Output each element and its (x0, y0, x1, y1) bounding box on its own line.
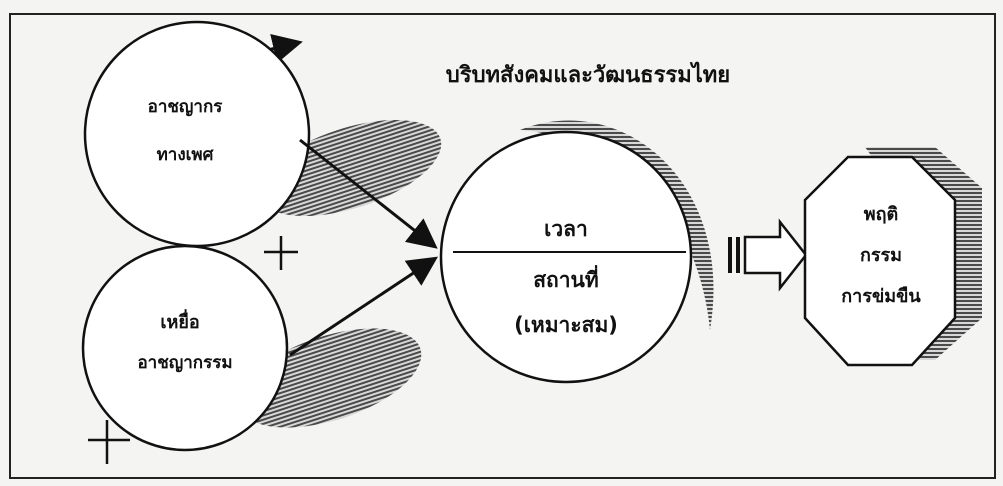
offender-to-setting-arrow (299, 138, 438, 249)
setting-label-line1: เวลา (544, 217, 588, 241)
setting-shadow-crescent (520, 120, 714, 331)
outcome-label-line2: กรรม (860, 245, 902, 266)
diagram-title: บริบทสังคมและวัฒนธรรมไทย (446, 61, 730, 88)
outcome-octagon (803, 155, 957, 367)
plus-sign-lower (88, 420, 130, 464)
outcome-label-line1: พฤติ (864, 204, 898, 225)
setting-circle (439, 130, 693, 384)
victim-label-line2: อาชญากรรม (137, 353, 232, 373)
diagram-frame (9, 13, 996, 479)
offender-label-line1: อาชญากร (148, 97, 224, 117)
setting-label-line2: สถานที่ (533, 264, 599, 292)
victim-circle (81, 244, 289, 452)
victim-label-line1: เหยื่อ (160, 309, 199, 333)
outcome-label-line3: การข่มขืน (841, 286, 921, 307)
setting-label-line3: (เหมาะสม) (514, 313, 618, 337)
offender-label-line2: ทางเพศ (157, 145, 215, 165)
victim-to-setting-arrow (289, 256, 438, 357)
plus-sign-upper (264, 236, 298, 270)
block-arrow (728, 218, 808, 292)
offender-circle (83, 20, 311, 248)
